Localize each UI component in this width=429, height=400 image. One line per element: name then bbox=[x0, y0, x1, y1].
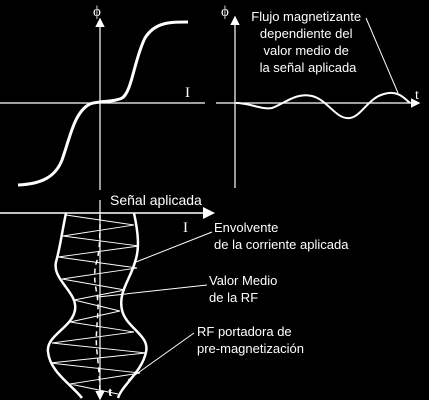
applied-signal-label: Señal aplicada bbox=[110, 192, 202, 208]
top-left-plot: ϕ I bbox=[0, 4, 205, 190]
envelope-annotation: Envolvente de la corriente aplicada bbox=[214, 220, 349, 252]
top-right-plot: ϕ t Flujo magnetizante dependiente del v… bbox=[216, 4, 421, 188]
bottom-time-label: t bbox=[108, 384, 113, 399]
envelope-left bbox=[46, 212, 83, 399]
envelope-annotation-leader bbox=[135, 231, 213, 263]
flux-annotation: Flujo magnetizante dependiente del valor… bbox=[251, 9, 364, 75]
bottom-x-axis-label: I bbox=[183, 220, 188, 236]
rf-mean-annotation: Valor Medio de la RF bbox=[209, 273, 281, 305]
rf-carrier-annotation: RF portadora de pre-magnetización bbox=[197, 324, 304, 356]
rf-mean-annotation-leader bbox=[97, 284, 208, 298]
flux-waveform bbox=[235, 92, 411, 120]
flux-annotation-leader bbox=[365, 17, 399, 94]
top-left-y-axis-label: ϕ bbox=[93, 4, 101, 20]
top-right-x-axis-label: t bbox=[415, 88, 419, 103]
top-right-y-axis-label: ϕ bbox=[221, 4, 229, 20]
magnetization-curve bbox=[17, 20, 189, 187]
bottom-plot: Señal aplicada I t Envolvente de la corr… bbox=[0, 192, 349, 400]
envelope-right bbox=[116, 212, 148, 399]
rf-mean-line bbox=[93, 214, 101, 397]
rf-carrier-annotation-leader bbox=[127, 332, 195, 381]
rf-carrier bbox=[49, 214, 147, 395]
top-left-x-axis-label: I bbox=[185, 85, 190, 101]
